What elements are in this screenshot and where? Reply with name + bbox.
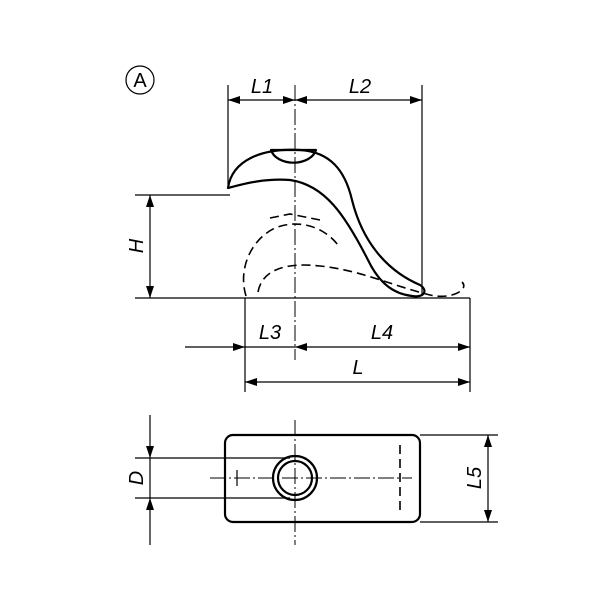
label-l4: L4 [371, 322, 393, 344]
view-label-a: A [125, 65, 155, 95]
svg-text:A: A [133, 70, 147, 92]
label-d: D [126, 471, 148, 485]
dimension-d: D [126, 415, 290, 545]
dimension-h: H [126, 194, 230, 298]
label-l5: L5 [464, 466, 486, 489]
clamp-side-view [135, 85, 470, 360]
dimension-l3-l4-l: L3 L4 L [185, 298, 471, 392]
label-l: L [352, 357, 363, 379]
clamp-top-view [210, 420, 422, 545]
label-l1: L1 [251, 76, 273, 98]
dimension-l1-l2: L1 L2 [227, 76, 423, 295]
label-l2: L2 [349, 76, 371, 98]
label-l3: L3 [259, 322, 281, 344]
label-h: H [126, 238, 148, 253]
dimension-l5: L5 [420, 434, 498, 523]
